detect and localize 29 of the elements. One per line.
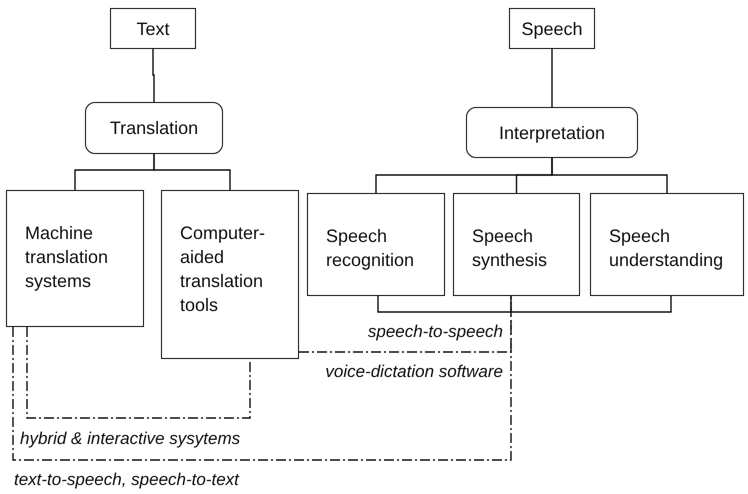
node-text: Interpretation bbox=[498, 122, 606, 144]
box bbox=[6, 190, 144, 327]
rounded-box bbox=[466, 107, 638, 158]
dash-dot-connector bbox=[12, 296, 512, 461]
dash-dot-connector bbox=[26, 327, 251, 419]
node-text: Machine translation systems bbox=[25, 222, 110, 293]
edge-label: voice-dictation software bbox=[325, 362, 503, 382]
node-text: Text bbox=[136, 18, 170, 40]
box bbox=[307, 193, 445, 296]
connector-line bbox=[377, 295, 672, 313]
connector-line bbox=[551, 49, 553, 107]
edge-label: speech-to-speech bbox=[368, 322, 503, 342]
connector-line bbox=[153, 154, 231, 190]
edge-label: text-to-speech, speech-to-text bbox=[14, 470, 239, 490]
box bbox=[453, 193, 580, 296]
connector-line bbox=[152, 49, 155, 102]
node-text: Computer-aided translation tools bbox=[180, 222, 266, 317]
box bbox=[590, 193, 744, 296]
rounded-box bbox=[85, 102, 223, 154]
node-text: Speech bbox=[521, 18, 583, 40]
edge-label: hybrid & interactive sysytems bbox=[20, 429, 240, 449]
node-text: Translation bbox=[110, 117, 198, 140]
node-text: Speech recognition bbox=[326, 225, 416, 272]
box bbox=[161, 190, 299, 359]
box bbox=[110, 8, 196, 49]
node-text: Speech understanding bbox=[609, 225, 724, 272]
connector-line bbox=[551, 158, 668, 193]
node-text: Speech synthesis bbox=[472, 225, 548, 272]
box bbox=[509, 8, 595, 49]
